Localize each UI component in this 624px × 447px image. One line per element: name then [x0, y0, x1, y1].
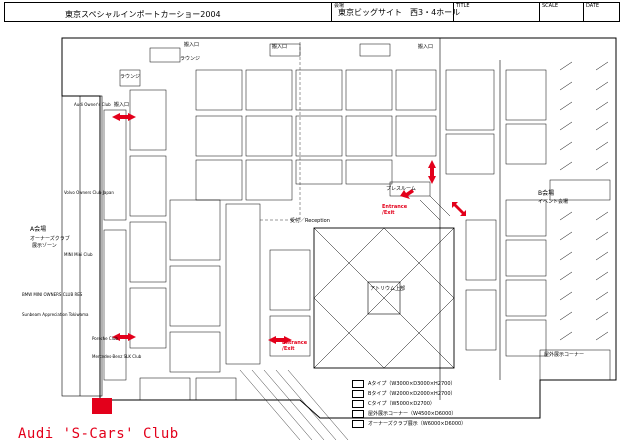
arrow-center-vertical	[428, 160, 436, 184]
arrow-group	[112, 113, 466, 344]
arrow-left-upper	[112, 113, 136, 121]
legend-owners: オーナーズクラブ展示（W6000×D6000）	[368, 421, 467, 427]
hall-a-sub2: 展示ゾーン	[32, 243, 57, 249]
press-room-label: プレスルーム	[386, 186, 416, 192]
club-label-mini: MINI Mini Club	[64, 252, 93, 257]
scale-caption: SCALE	[542, 3, 559, 9]
entrance-label-top-2: 搬入口	[272, 44, 288, 50]
lounge-label-2: ラウンジ	[180, 56, 201, 62]
club-label-mercedes: Mercedes-Benz SLK Club	[92, 354, 142, 359]
legend-swatch-outdoor	[352, 410, 364, 418]
entrance-label-left: 搬入口	[114, 102, 130, 108]
legend-swatch-b	[352, 390, 364, 398]
title-block: 東京スペシャルインポートカーショー2004 会場 東京ビッグサイト 西3・4ホー…	[4, 2, 620, 22]
legend-outdoor: 屋外展示コーナー（W4500×D6000）	[368, 411, 457, 417]
hall-b-title: B会場	[538, 190, 555, 197]
club-label-audi: Audi Owner's Club	[74, 102, 111, 107]
scale-cell: SCALE	[539, 3, 584, 21]
legend-b-type: Bタイプ（W2000×D2000×H2700）	[368, 391, 456, 397]
audi-s-cars-club-caption: Audi 'S-Cars' Club	[18, 426, 179, 442]
legend-c-type: Cタイプ（W5000×D2700）	[368, 401, 435, 407]
legend-swatch-c	[352, 400, 364, 408]
arrow-entrance-upper	[400, 189, 414, 199]
legend-swatch-a	[352, 380, 364, 388]
atrium-label: アトリウム上部	[370, 286, 406, 292]
arrow-left-lower	[112, 333, 136, 341]
club-label-bmw: BMW MINI OWNERS CLUB RES	[22, 292, 83, 297]
venue-name: 東京ビッグサイト 西3・4ホール	[338, 8, 461, 17]
entrance-exit-label-lower: Entrance /Exit	[282, 340, 308, 352]
entrance-label-top-1: 搬入口	[184, 42, 200, 48]
entrance-exit-label-upper: Entrance /Exit	[382, 204, 408, 216]
event-title: 東京スペシャルインポートカーショー2004	[65, 10, 221, 19]
hall-a-title: A会場	[30, 226, 47, 233]
date-caption: DATE	[586, 3, 600, 9]
title-cell: TITLE	[453, 3, 540, 21]
legend-swatch-owners	[352, 420, 364, 428]
hall-b-sub: イベント会場	[538, 199, 569, 205]
title-caption: TITLE	[456, 3, 470, 9]
outdoor-corner-label: 屋外展示コーナー	[544, 352, 585, 358]
reception-label: 受付／Reception	[290, 218, 330, 224]
venue-caption: 会場	[334, 3, 345, 9]
entrance-label-top-3: 搬入口	[418, 44, 434, 50]
venue-cell: 会場 東京ビッグサイト 西3・4ホール	[331, 3, 460, 21]
arrow-center-lower	[268, 336, 292, 344]
audi-s-cars-club-booth	[92, 398, 112, 414]
legend-a-type: Aタイプ（W3000×D3000×H2700）	[368, 381, 456, 387]
hall-a-sub1: オーナーズクラブ	[30, 236, 70, 242]
date-cell: DATE	[583, 3, 620, 21]
club-label-sunbeam: Sunbeam Appreciation Tokiwama	[22, 312, 89, 317]
club-label-volvo: Volvo Owners Club Japan	[64, 190, 114, 195]
arrow-right-diagonal	[452, 202, 466, 216]
lounge-label-1: ラウンジ	[120, 74, 141, 80]
club-label-porsche: Porsche Club	[92, 336, 118, 341]
